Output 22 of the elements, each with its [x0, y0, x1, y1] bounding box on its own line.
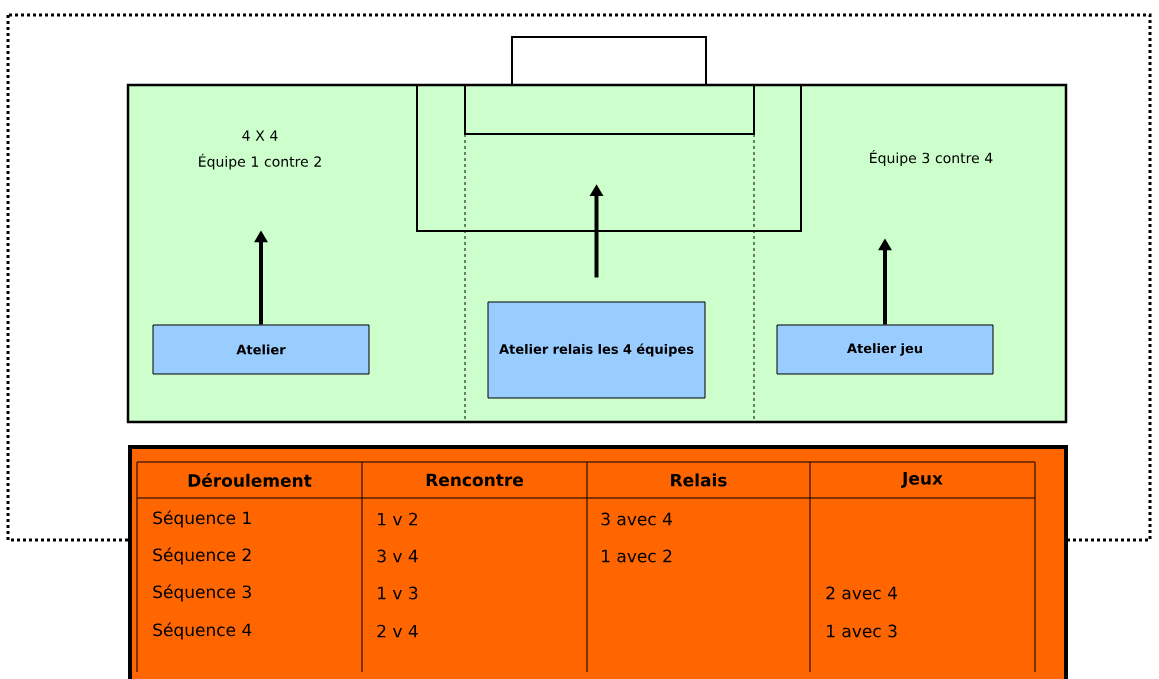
table-cell: 1 v 2	[378, 512, 417, 526]
table-cell: 1 avec 3	[827, 624, 897, 638]
table-header: Jeux	[901, 472, 943, 488]
table-cell: Séquence 2	[153, 547, 251, 565]
table-cell: Séquence 3	[153, 584, 251, 602]
table-cell: 1 avec 2	[602, 549, 672, 563]
table-cell: 1 v 3	[378, 586, 418, 600]
table-cell: 3 avec 4	[601, 512, 672, 526]
table-cell: 2 v 4	[377, 624, 418, 638]
workshop-box: Atelier relais les 4 équipes	[487, 301, 706, 399]
penalty-area	[416, 84, 802, 232]
workshop-box: Atelier jeu	[776, 324, 994, 375]
workshop-box: Atelier	[152, 324, 370, 375]
team-label: Équipe 3 contre 4	[870, 150, 993, 166]
table-cell: Séquence 4	[153, 622, 252, 640]
table-header: Rencontre	[426, 473, 523, 487]
team-label: 4 X 4 Équipe 1 contre 2	[199, 130, 321, 170]
table-cell: 2 avec 4	[826, 586, 897, 600]
table-header: Déroulement	[188, 473, 312, 487]
table-header: Relais	[671, 473, 727, 487]
table-cell: Séquence 1	[153, 510, 251, 528]
table-cell: 3 v 4	[377, 549, 418, 563]
